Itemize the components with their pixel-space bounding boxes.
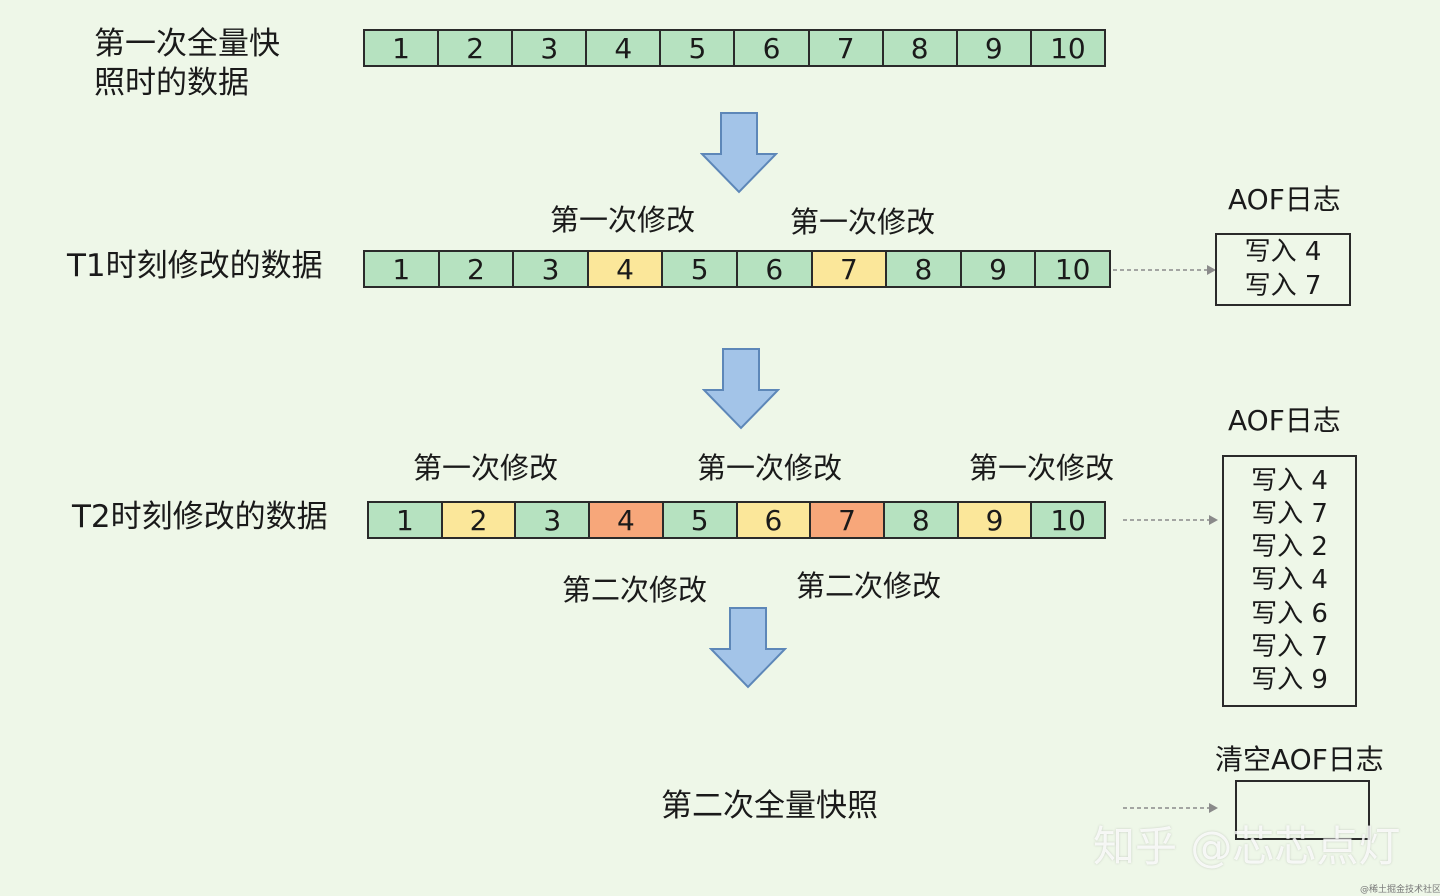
dashed-arrow-icon [1123,512,1219,531]
clear-log-title: 清空AOF日志 [1215,743,1384,776]
t2-data-row: 1 2 3 4 5 6 7 8 9 10 [367,501,1106,539]
dashed-arrow-icon [1113,262,1217,281]
data-cell: 10 [1036,252,1109,286]
t1-aof-log-box: 写入 4 写入 7 [1215,233,1351,306]
data-cell: 8 [883,31,958,65]
log-entry: 写入 9 [1251,664,1328,695]
log-entry: 写入 2 [1251,532,1328,563]
data-cell: 3 [514,252,589,286]
data-cell: 7 [812,252,888,286]
down-arrow-icon [700,112,778,194]
data-cell: 9 [957,31,1032,65]
down-arrow-icon [709,607,787,689]
t2-annotation-first-modify: 第一次修改 [413,451,559,485]
data-cell: 1 [365,252,440,286]
data-cell: 1 [365,31,440,65]
data-cell: 5 [663,252,738,286]
data-cell: 10 [1032,503,1105,537]
down-arrow-icon [702,348,780,430]
data-cell: 6 [735,31,810,65]
log-entry: 写入 4 [1244,237,1322,268]
snapshot2-label: 第二次全量快照 [661,788,878,824]
snapshot1-label: 第一次全量快照时的数据 [94,26,280,101]
data-cell: 5 [661,31,736,65]
data-cell: 4 [588,252,664,286]
t1-annotation-first-modify: 第一次修改 [550,203,696,237]
t2-annotation-first-modify: 第一次修改 [697,451,843,485]
log-entry: 写入 7 [1251,499,1328,530]
t2-aof-log-box: 写入 4 写入 7 写入 2 写入 4 写入 6 写入 7 写入 9 [1222,455,1357,707]
dashed-arrow-icon [1123,800,1219,819]
data-cell: 7 [809,31,884,65]
t2-label: T2时刻修改的数据 [72,499,328,535]
t2-annotation-second-modify: 第二次修改 [562,573,708,607]
data-cell: 7 [811,503,885,537]
t1-log-title: AOF日志 [1228,183,1341,216]
data-cell: 2 [442,503,517,537]
t1-data-row: 1 2 3 4 5 6 7 8 9 10 [363,250,1111,288]
log-entry: 写入 4 [1251,565,1328,596]
cleared-aof-log-box [1235,780,1370,840]
log-entry: 写入 7 [1244,270,1322,301]
watermark: 知乎 @芯芯点灯 [1093,822,1401,871]
data-cell: 2 [439,252,515,286]
data-cell: 3 [516,503,591,537]
data-cell: 9 [961,252,1037,286]
data-cell: 6 [737,252,813,286]
data-cell: 3 [513,31,588,65]
data-cell: 4 [590,503,664,537]
t2-annotation-first-modify: 第一次修改 [969,451,1115,485]
data-cell: 8 [887,252,962,286]
data-cell: 5 [663,503,738,537]
data-cell: 1 [369,503,443,537]
data-cell: 4 [587,31,662,65]
log-entry: 写入 4 [1251,466,1328,497]
data-cell: 10 [1031,31,1104,65]
snapshot1-data-row: 1 2 3 4 5 6 7 8 9 10 [363,29,1106,67]
t1-annotation-first-modify: 第一次修改 [790,205,936,239]
t2-annotation-second-modify: 第二次修改 [796,569,942,603]
log-entry: 写入 6 [1251,598,1328,629]
t2-log-title: AOF日志 [1228,404,1341,437]
data-cell: 6 [737,503,812,537]
data-cell: 9 [958,503,1033,537]
log-entry: 写入 7 [1251,631,1328,662]
data-cell: 8 [884,503,959,537]
data-cell: 2 [439,31,514,65]
watermark-small: @稀土掘金技术社区 [1360,885,1440,895]
t1-label: T1时刻修改的数据 [67,248,323,284]
